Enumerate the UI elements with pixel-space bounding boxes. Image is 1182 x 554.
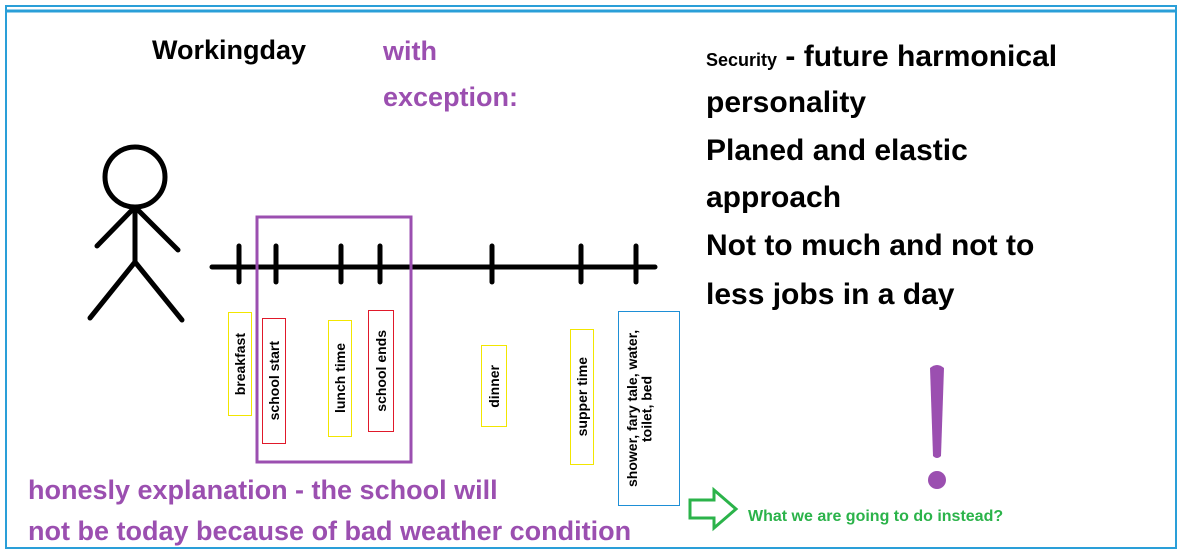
label-supper-time: supper time	[570, 329, 594, 465]
right-line-3: Planed and elastic	[706, 134, 968, 167]
title-workingday: Workingday	[152, 35, 307, 65]
explanation-line-1: honesly explanation - the school will	[28, 475, 498, 505]
right-line-4: approach	[706, 181, 842, 214]
outer-frame	[5, 5, 1177, 549]
right-line-6: less jobs in a day	[706, 278, 955, 311]
security-rest: - future harmonical	[785, 40, 1058, 73]
label-breakfast: breakfast	[228, 312, 252, 416]
note-exception: exception:	[383, 82, 519, 112]
label-evening-routine: shower, fary tale, water, toilet, bed	[618, 311, 680, 506]
label-text: lunch time	[331, 343, 348, 414]
right-line-1: Security - future harmonical	[706, 40, 1057, 74]
label-dinner: dinner	[481, 345, 507, 427]
security-word: Security	[706, 50, 778, 70]
label-text: supper time	[573, 357, 590, 437]
explanation-line-2: not be today because of bad weather cond…	[28, 516, 632, 546]
note-with: with	[383, 36, 437, 66]
right-line-5: Not to much and not to	[706, 229, 1035, 262]
school-hours-box	[255, 215, 413, 464]
right-line-2: personality	[706, 86, 867, 119]
label-lunch-time: lunch time	[328, 320, 352, 437]
label-text: shower, fary tale, water, toilet, bed	[624, 329, 655, 488]
question-text: What we are going to do instead?	[748, 508, 1004, 525]
exclamation-icon	[928, 365, 946, 489]
label-school-ends: school ends	[368, 310, 394, 432]
label-school-start: school start	[262, 318, 286, 444]
label-text: dinner	[485, 364, 502, 408]
timeline	[209, 243, 658, 285]
label-text: school start	[265, 341, 282, 421]
label-text: breakfast	[231, 332, 248, 396]
green-arrow-icon	[688, 486, 739, 532]
label-text: school ends	[372, 330, 389, 412]
stick-figure-icon	[87, 144, 185, 323]
